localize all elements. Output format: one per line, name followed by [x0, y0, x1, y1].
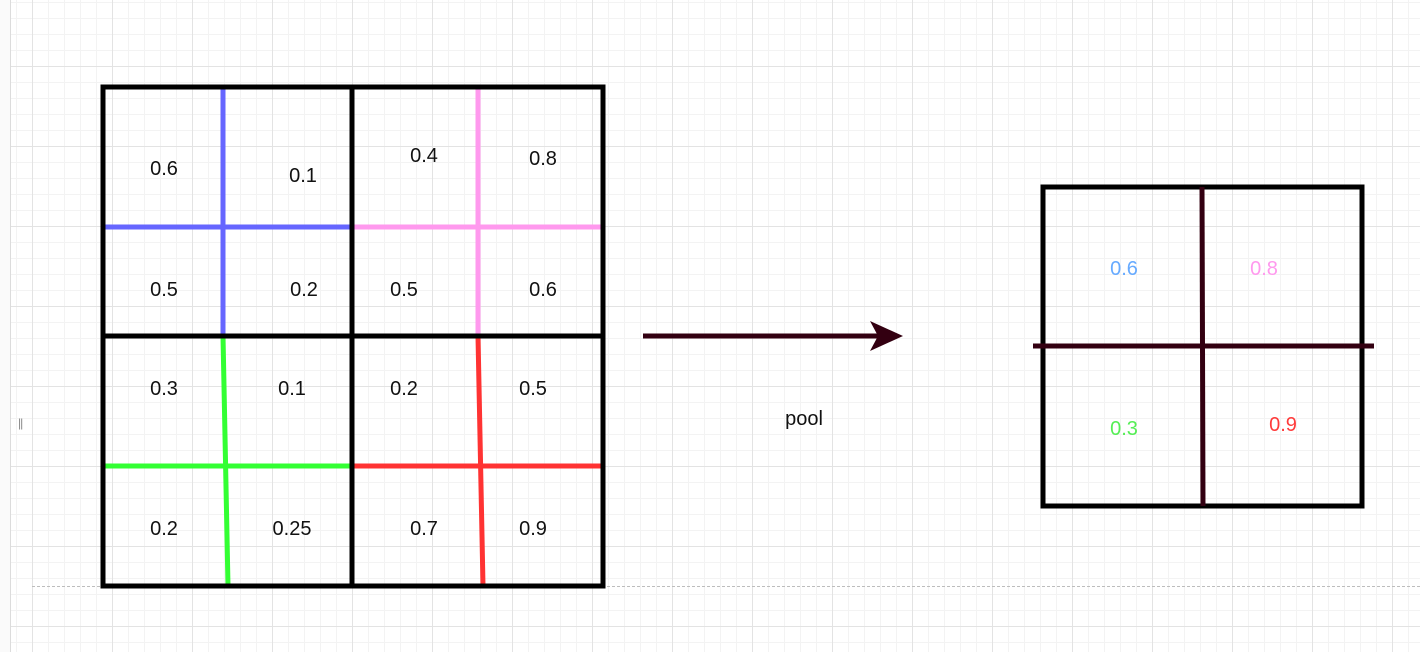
input-cell: 0.6: [529, 279, 557, 301]
input-cell: 0.5: [150, 279, 178, 301]
input-cell: 0.5: [519, 378, 547, 400]
input-cell: 0.4: [410, 145, 438, 167]
input-cell: 0.6: [150, 158, 178, 180]
output-cell: 0.8: [1250, 258, 1278, 280]
quadrant-divider-bl-vertical: [220, 335, 231, 587]
pool-arrow[interactable]: [643, 321, 903, 351]
input-cell: 0.3: [150, 378, 178, 400]
left-rail: [0, 0, 11, 652]
input-cell: 0.2: [390, 378, 418, 400]
pool-label: pool: [785, 408, 823, 430]
input-cell: 0.2: [290, 279, 318, 301]
page-break-line: [32, 586, 1420, 587]
output-cell: 0.9: [1269, 414, 1297, 436]
input-cell: 0.9: [519, 518, 547, 540]
input-cell: 0.1: [278, 378, 306, 400]
input-cell: 0.25: [273, 518, 312, 540]
input-cell: 0.5: [390, 279, 418, 301]
input-cell: 0.2: [150, 518, 178, 540]
drag-handle-icon[interactable]: ||: [18, 416, 23, 430]
output-cell: 0.3: [1110, 418, 1138, 440]
input-cell: 0.1: [289, 165, 317, 187]
output-cell: 0.6: [1110, 258, 1138, 280]
input-cell: 0.7: [410, 518, 438, 540]
input-cell: 0.8: [529, 148, 557, 170]
quadrant-divider-br-vertical: [475, 335, 486, 587]
